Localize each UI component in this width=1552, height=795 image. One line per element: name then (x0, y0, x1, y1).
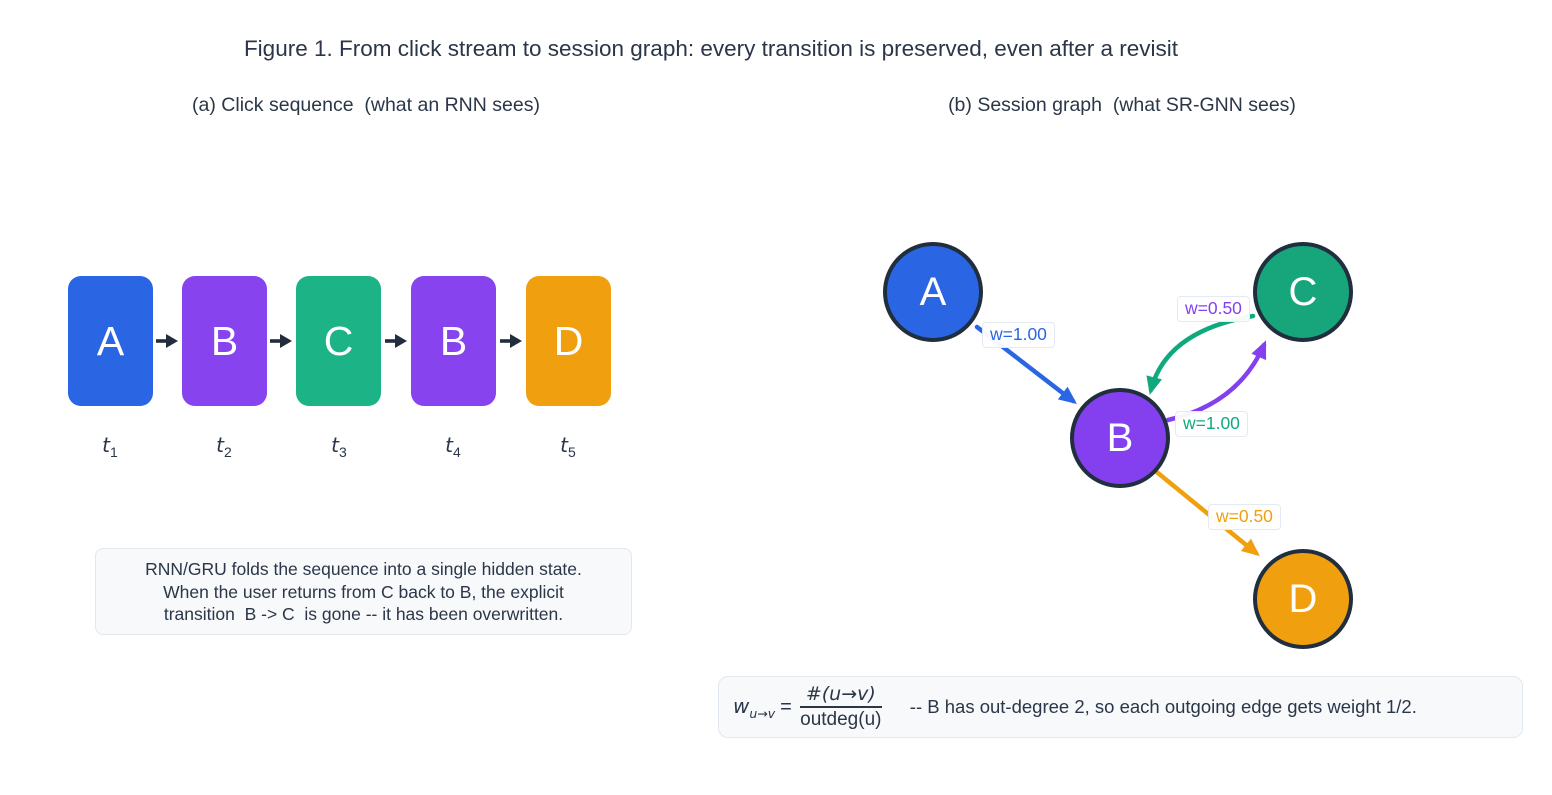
graph-node-d: D (1253, 549, 1353, 649)
formula-lhs-subscript: u→v (749, 705, 776, 721)
click-box-t3: C (296, 276, 381, 406)
arrow-right-icon (385, 334, 407, 348)
time-label-t4: t4 (445, 433, 461, 460)
arrow-right-icon (270, 334, 292, 348)
time-var: t (102, 433, 111, 457)
time-var: t (216, 433, 225, 457)
arrow-right-icon (156, 334, 178, 348)
edge-c-to-b (1146, 313, 1256, 395)
time-label-t3: t3 (331, 433, 347, 460)
graph-node-a: A (883, 242, 983, 342)
edge-weight-c-b: w=1.00 (1175, 411, 1248, 437)
note-line: When the user returns from C back to B, … (163, 581, 564, 602)
edge-weight-b-c: w=0.50 (1177, 296, 1250, 322)
edge-weight-b-d: w=0.50 (1208, 504, 1281, 530)
graph-node-c: C (1253, 242, 1353, 342)
time-sub: 4 (453, 444, 461, 460)
panel-b-subtitle: (b) Session graph (what SR-GNN sees) (948, 94, 1296, 116)
click-box-t1: A (68, 276, 153, 406)
panel-a-subtitle: (a) Click sequence (what an RNN sees) (192, 94, 540, 116)
time-var: t (445, 433, 454, 457)
time-label-t2: t2 (216, 433, 232, 460)
figure-title: Figure 1. From click stream to session g… (243, 36, 1179, 61)
time-label-t5: t5 (560, 433, 576, 460)
arrow-right-icon (500, 334, 522, 348)
note-line: transition B -> C is gone -- it has been… (163, 604, 564, 624)
edge-b-to-d (1150, 466, 1260, 557)
time-var: t (331, 433, 340, 457)
time-sub: 2 (224, 444, 232, 460)
edge-weight-a-b: w=1.00 (982, 322, 1055, 348)
rnn-note-box: RNN/GRU folds the sequence into a single… (95, 548, 632, 635)
click-box-t4: B (411, 276, 496, 406)
click-box-t5: D (526, 276, 611, 406)
time-label-t1: t1 (102, 433, 118, 460)
time-sub: 1 (110, 444, 118, 460)
time-sub: 3 (339, 444, 347, 460)
graph-node-b: B (1070, 388, 1170, 488)
formula-denominator: outdeg(u) (800, 709, 882, 730)
time-sub: 5 (568, 444, 576, 460)
formula-comment: -- B has out-degree 2, so each outgoing … (909, 696, 1417, 717)
click-box-t2: B (182, 276, 267, 406)
formula-lhs-base: w (733, 693, 750, 718)
edge-b-to-c (1165, 340, 1267, 423)
formula-numerator: #(u→v) (799, 683, 882, 708)
formula-fraction: #(u→v) outdeg(u) (799, 683, 882, 731)
note-line: RNN/GRU folds the sequence into a single… (145, 559, 582, 579)
formula-equals: = (780, 695, 792, 718)
edge-weight-formula-box: wu→v = #(u→v) outdeg(u) -- B has out-deg… (718, 676, 1523, 738)
formula-lhs: wu→v (733, 694, 775, 721)
time-var: t (560, 433, 569, 457)
